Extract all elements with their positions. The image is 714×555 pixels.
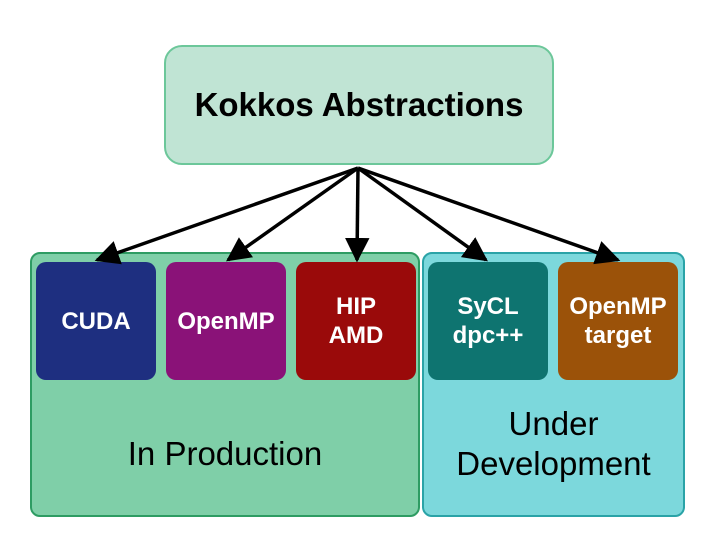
backend-openmp: OpenMP (166, 262, 286, 380)
under-development-label: Under Development (456, 405, 651, 482)
backend-openmp-target: OpenMP target (558, 262, 678, 380)
backend-sycl-dpcpp: SyCL dpc++ (428, 262, 548, 380)
backend-hip-amd: HIP AMD (296, 262, 416, 380)
arrow-to-openmp-target (357, 166, 621, 265)
in-production-label: In Production (127, 435, 323, 472)
backend-cuda: CUDA (36, 262, 156, 380)
arrow-to-hip-amd (344, 167, 370, 263)
arrow-to-cuda (94, 166, 359, 265)
arrow-to-sycl (356, 166, 488, 262)
under-development-group: Under Development (422, 252, 685, 517)
kokkos-abstractions-node: Kokkos Abstractions (164, 45, 554, 165)
root-label: Kokkos Abstractions (194, 86, 524, 123)
arrow-to-openmp (226, 166, 360, 262)
